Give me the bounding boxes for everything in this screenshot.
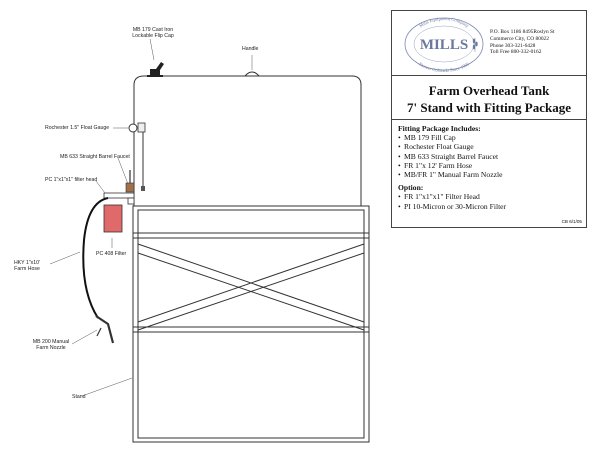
label-stand: Stand xyxy=(72,394,86,400)
company-address: P.O. Box 1186 8495Roslyn St Commerce Cit… xyxy=(490,29,555,56)
fitting-package: Fitting Package Includes: MB 179 Fill Ca… xyxy=(398,124,582,211)
company-header: Mills Equipment Company Denver Colorado … xyxy=(392,11,586,76)
label-hose: HKY 1"x10' Farm Hose xyxy=(4,260,50,272)
fitting-item: Rochester Float Gauge xyxy=(398,142,582,151)
label-hose-line1: HKY 1"x10' xyxy=(13,260,41,266)
option-item: PI 10-Micron or 30-Micron Filter xyxy=(398,202,582,211)
fill-cap xyxy=(147,62,164,77)
label-fill-cap: MB 179 Cast Iron Lockable Flip Cap xyxy=(128,27,178,39)
label-faucet: MB 633 Straight Barrel Faucet xyxy=(60,154,130,160)
option-list: FR 1"x1"x1" Filter Head PI 10-Micron or … xyxy=(398,192,582,210)
option-block: Option: FR 1"x1"x1" Filter Head PI 10-Mi… xyxy=(398,183,582,211)
label-hose-line2: Farm Hose xyxy=(14,266,40,272)
label-nozzle-line2: Farm Nozzle xyxy=(36,345,66,351)
float-gauge xyxy=(128,122,146,191)
faucet xyxy=(125,170,135,193)
logo-arc-bottom: Denver Colorado Since 1966 xyxy=(418,61,471,72)
address-line1: P.O. Box 1186 8495Roslyn St xyxy=(490,29,555,35)
label-fill-cap-line2: Lockable Flip Cap xyxy=(132,33,174,39)
logo-arc-top: Mills Equipment Company xyxy=(418,16,470,29)
fitting-heading: Fitting Package Includes: xyxy=(398,124,481,133)
tank-handle xyxy=(244,71,260,77)
farm-hose xyxy=(82,197,109,319)
label-fill-cap-line1: MB 179 Cast Iron xyxy=(132,27,174,33)
label-filter-head: PC 1"x1"x1" filter head xyxy=(45,177,98,183)
label-nozzle: MB 200 Manual Farm Nozzle xyxy=(28,339,74,351)
title-line1: Farm Overhead Tank xyxy=(428,83,550,98)
label-handle: Handle xyxy=(242,46,259,52)
title-line2: 7' Stand with Fitting Package xyxy=(407,100,571,115)
address-phone: Phone 303-321-6428 xyxy=(490,42,536,49)
label-filter: PC 408 Filter xyxy=(96,251,127,257)
stand xyxy=(132,205,370,443)
fitting-item: MB 179 Fill Cap xyxy=(398,133,582,142)
label-nozzle-line1: MB 200 Manual xyxy=(32,339,70,345)
info-panel: Mills Equipment Company Denver Colorado … xyxy=(391,10,587,228)
filter-head xyxy=(103,192,135,205)
filter xyxy=(103,204,123,233)
option-heading: Option: xyxy=(398,183,424,193)
option-item: FR 1"x1"x1" Filter Head xyxy=(398,192,582,201)
leader-lines xyxy=(49,38,253,397)
label-float-gauge: Rochester 1.5" Float Gauge xyxy=(45,125,110,131)
doc-code: CB 6/1/05 xyxy=(561,219,582,224)
fitting-item: FR 1"x 12' Farm Hose xyxy=(398,161,582,170)
tank-body xyxy=(133,75,362,207)
fitting-item: MB 633 Straight Barrel Faucet xyxy=(398,152,582,161)
fitting-item: MB/FR 1" Manual Farm Nozzle xyxy=(398,170,582,179)
logo-wordmark: MILLS xyxy=(420,37,468,53)
address-line2: Commerce City, CO 80022 xyxy=(490,35,549,42)
mills-logo: Mills Equipment Company Denver Colorado … xyxy=(404,16,484,72)
farm-nozzle xyxy=(95,315,115,344)
address-tollfree: Toll Free 800-332-0162 xyxy=(490,49,542,56)
wheat-icon xyxy=(472,38,478,52)
title-block: Farm Overhead Tank 7' Stand with Fitting… xyxy=(392,75,586,120)
fitting-list: MB 179 Fill Cap Rochester Float Gauge MB… xyxy=(398,133,582,179)
